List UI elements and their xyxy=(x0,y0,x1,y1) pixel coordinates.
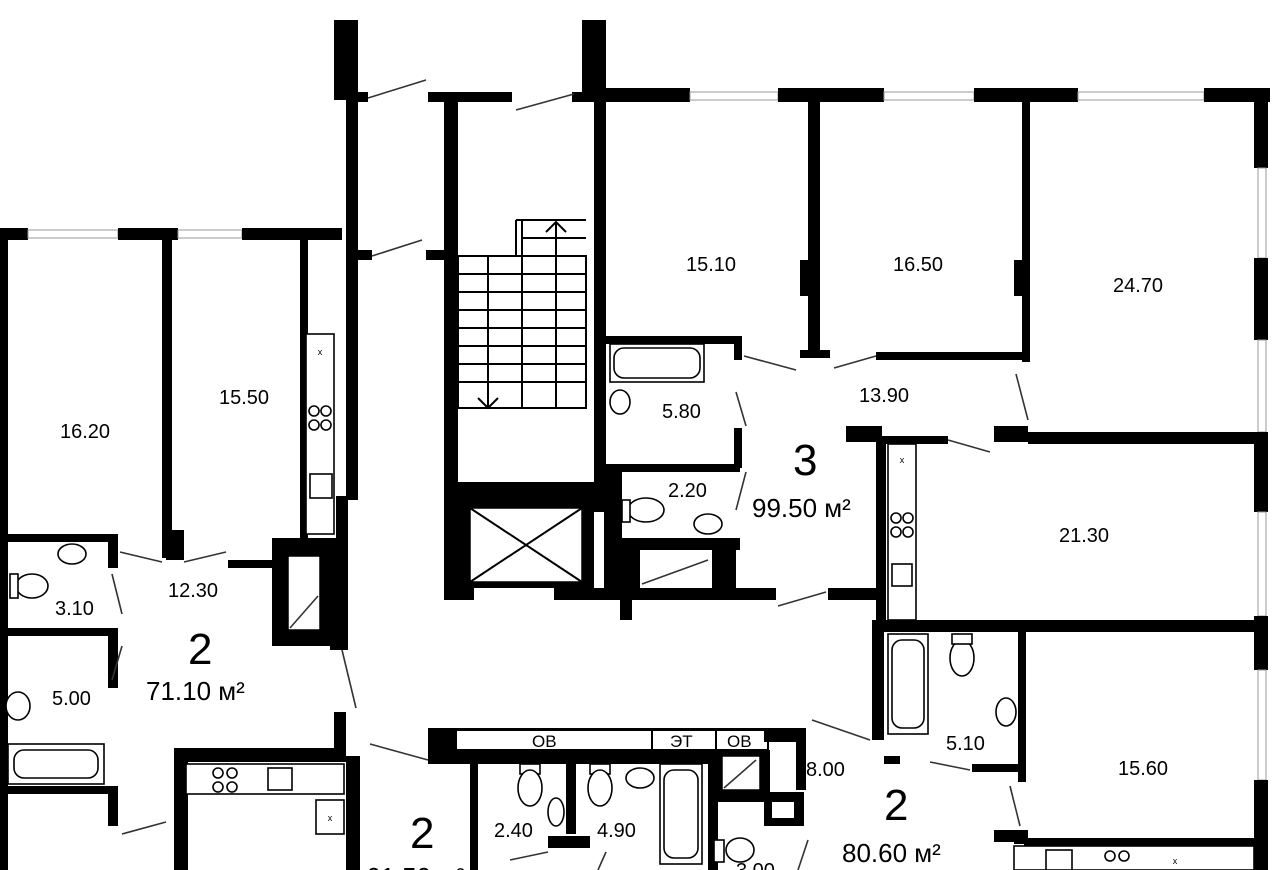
apartment-summaries: 2 71.10 м² 3 99.50 м² 2 80.60 м² 2 61.50… xyxy=(146,436,941,870)
shaft-labels: ОВ ЭТ ОВ xyxy=(532,732,752,751)
apartment-bottom-right-walls xyxy=(872,620,1268,848)
room-area-2-40: 2.40 xyxy=(494,820,533,842)
top-right-doors xyxy=(735,355,1029,607)
apartment-bottom-center-walls xyxy=(428,728,806,870)
apt-left-total-area: 71.10 м² xyxy=(146,676,245,706)
shaft-label-ov-left: ОВ xyxy=(532,732,557,751)
left-kitchen-fixtures: x xyxy=(305,333,335,535)
entry-doors xyxy=(341,79,575,761)
room-area-2-20: 2.20 xyxy=(668,480,707,502)
room-area-3-10: 3.10 xyxy=(55,598,94,620)
bottom-right-doors xyxy=(797,719,1021,870)
room-area-labels: 16.20 15.50 12.30 3.10 5.00 15.10 16.50 … xyxy=(52,254,1168,870)
room-area-4-90: 4.90 xyxy=(597,820,636,842)
elevator xyxy=(458,496,594,588)
room-area-15-60: 15.60 xyxy=(1118,758,1168,780)
room-area-13-90: 13.90 xyxy=(859,385,909,407)
svg-text:x: x xyxy=(900,455,905,465)
core-walls xyxy=(174,20,776,870)
apt-bottom-right-total-area: 80.60 м² xyxy=(842,838,941,868)
room-area-16-50: 16.50 xyxy=(893,254,943,276)
room-area-15-50: 15.50 xyxy=(219,387,269,409)
svg-text:x: x xyxy=(1173,856,1178,866)
apt-top-right-total-area: 99.50 м² xyxy=(752,493,851,523)
stairwell xyxy=(457,219,587,410)
room-area-21-30: 21.30 xyxy=(1059,525,1109,547)
shaft-label-ov-right: ОВ xyxy=(727,732,752,751)
apt-top-right-rooms: 3 xyxy=(793,436,817,485)
room-area-8-00: 8.00 xyxy=(806,759,845,781)
room-area-16-20: 16.20 xyxy=(60,421,110,443)
left-bath-fixtures xyxy=(5,543,105,785)
room-area-5-00: 5.00 xyxy=(52,688,91,710)
apt-bottom-center-rooms: 2 xyxy=(410,809,434,858)
room-area-5-80: 5.80 xyxy=(662,401,701,423)
apt-left-rooms: 2 xyxy=(188,625,212,674)
bottom-right-fixtures: x xyxy=(887,633,1255,870)
shaft-label-et: ЭТ xyxy=(670,732,693,751)
left-doors xyxy=(111,551,227,835)
bottom-center-fixtures: x xyxy=(185,763,755,865)
apartment-top-right-walls xyxy=(594,88,1270,870)
room-area-5-10: 5.10 xyxy=(946,733,985,755)
top-right-fixtures: x xyxy=(609,343,917,621)
svg-text:x: x xyxy=(328,813,333,823)
svg-text:x: x xyxy=(318,347,323,357)
room-area-24-70: 24.70 xyxy=(1113,275,1163,297)
room-area-3-00: 3.00 xyxy=(736,860,775,870)
apt-bottom-right-rooms: 2 xyxy=(884,781,908,830)
apt-bottom-center-total-area: 61.50 м² xyxy=(366,862,465,870)
room-area-12-30: 12.30 xyxy=(168,580,218,602)
bottom-center-doors xyxy=(509,851,607,870)
room-area-15-10: 15.10 xyxy=(686,254,736,276)
